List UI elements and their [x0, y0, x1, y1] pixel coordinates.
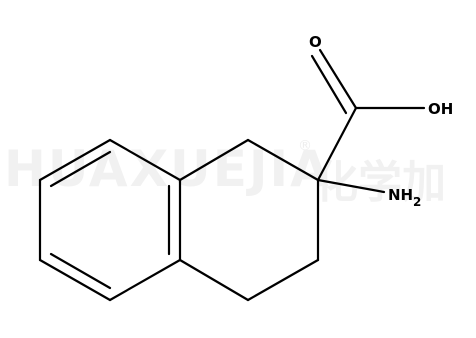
- bond-c8a-c1: [178, 138, 250, 182]
- bond-carbonyl-inner: [310, 54, 348, 115]
- bond-c4-c4a: [178, 258, 250, 302]
- bond-c3-c4: [246, 258, 320, 302]
- bond-ring-bottom-right: [108, 258, 182, 302]
- amine-label: NH: [388, 186, 413, 204]
- watermark-registered-mark: ®: [298, 138, 312, 154]
- bond-ring-top-left: [38, 138, 112, 182]
- bond-ring-bottom-left: [38, 258, 112, 302]
- amine-subscript: 2: [413, 195, 421, 209]
- carbonyl-oxygen-label: O: [309, 33, 322, 51]
- bond-ring-bottom-left-inner: [49, 252, 112, 290]
- bond-ring-top-right: [108, 138, 182, 182]
- bonds: [38, 48, 426, 302]
- hydroxyl-label: OH: [428, 100, 453, 118]
- bond-c1-c2: [246, 138, 320, 182]
- bond-c2-carboxyl: [316, 106, 358, 182]
- bond-carbonyl-outer: [318, 48, 358, 110]
- bond-ring-top-left-inner: [49, 150, 112, 188]
- bond-c2-amine: [316, 178, 386, 194]
